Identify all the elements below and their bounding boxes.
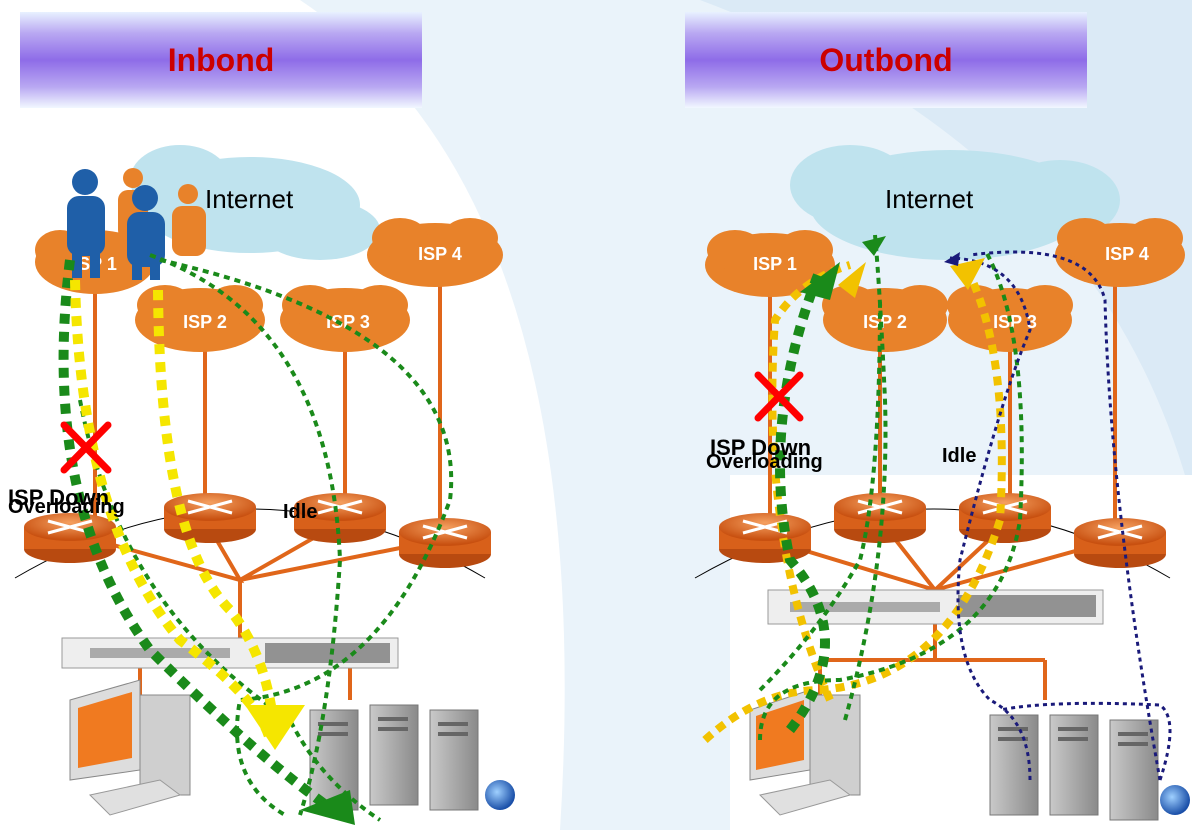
arrowhead-yellow <box>245 705 305 750</box>
router-icon <box>397 516 493 570</box>
server-icon <box>369 704 419 806</box>
status-isp-down: ISP Down <box>710 435 811 460</box>
internet-label: Internet <box>885 184 974 214</box>
router-icon <box>1072 516 1168 570</box>
firewall-icon <box>61 637 399 669</box>
user-icon <box>67 169 105 278</box>
isp-label: ISP 2 <box>863 312 907 332</box>
status-isp-down: ISP Down <box>8 485 109 510</box>
outbound-title-banner: Outbond <box>685 12 1087 108</box>
arrowhead-green <box>862 236 886 256</box>
status-idle: Idle <box>942 445 976 467</box>
isp-cloud-4: ISP 4 <box>1055 218 1185 287</box>
isp-label: ISP 3 <box>326 312 370 332</box>
isp-cloud-4: ISP 4 <box>367 218 503 287</box>
fail-x-icon <box>60 421 112 474</box>
server-icon-group <box>309 704 515 811</box>
isp-cloud-3: ISP 3 <box>280 285 410 352</box>
traffic-path-green <box>58 259 343 820</box>
outbound-panel: Internet ISP 1 ISP 2 <box>694 145 1192 830</box>
workstation-icon <box>749 689 861 816</box>
router-icon <box>957 491 1053 545</box>
globe-icon <box>1160 785 1190 815</box>
traffic-path-yellow <box>70 279 280 742</box>
user-icon <box>172 184 206 256</box>
globe-icon <box>485 780 515 810</box>
server-icon-group <box>989 714 1190 821</box>
status-idle: Idle <box>283 501 317 523</box>
isp-label: ISP 4 <box>418 244 462 264</box>
server-icon <box>989 714 1039 816</box>
isp-cloud-2: ISP 2 <box>822 285 948 352</box>
server-icon <box>429 709 479 811</box>
inbound-panel: Internet ISP 1 ISP 2 <box>8 145 515 825</box>
inbound-title-banner: Inbond <box>20 12 422 108</box>
isp-label: ISP 2 <box>183 312 227 332</box>
server-icon <box>1109 719 1159 821</box>
status-overloading: Overloading <box>8 496 125 518</box>
user-icon-group <box>67 168 206 280</box>
arrowhead-gold <box>950 258 985 290</box>
isp-label: ISP 4 <box>1105 244 1149 264</box>
fail-x-icon <box>754 371 804 422</box>
isp-label: ISP 1 <box>753 254 797 274</box>
arrowhead-navy <box>944 252 960 266</box>
workstation-icon <box>69 679 191 816</box>
arrowhead-green <box>300 790 355 825</box>
internet-label: Internet <box>205 184 294 214</box>
isp-cloud-1: ISP 1 <box>705 230 835 297</box>
outbound-title: Outbond <box>819 41 953 78</box>
isp-label: ISP 3 <box>993 312 1037 332</box>
arrowhead-gold <box>838 262 866 298</box>
inbound-title: Inbond <box>167 41 275 78</box>
server-icon <box>1049 714 1099 816</box>
arrowhead-green <box>800 262 840 300</box>
traffic-path-navy <box>949 250 1172 781</box>
user-icon <box>127 185 165 280</box>
traffic-path-green <box>758 234 1024 741</box>
status-overloading: Overloading <box>706 451 823 473</box>
router-icon <box>162 491 258 545</box>
router-icon <box>22 511 118 565</box>
router-icon <box>717 511 813 565</box>
